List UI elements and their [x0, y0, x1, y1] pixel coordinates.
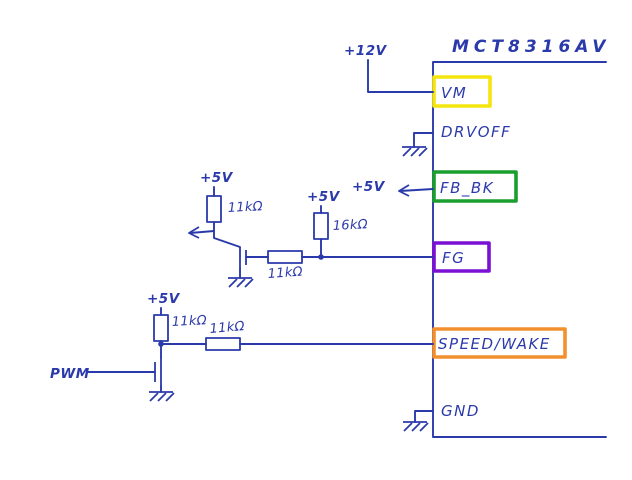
vm-highlight-box [432, 75, 492, 108]
fg-highlight-box [432, 241, 491, 273]
fg-gate-pullup-resistor [313, 212, 329, 240]
pin-label-drvoff: DRVOFF [441, 123, 511, 141]
speed-wake-circuit: +5V 11kΩ 11kΩ PWM [50, 291, 434, 402]
fg-drain-pullup-resistor-label: 11kΩ [227, 199, 263, 216]
drvoff-ground-net [401, 132, 434, 157]
speed-series-resistor-label: 11kΩ [209, 319, 245, 337]
pin-label-speed-wake: SPEED/WAKE [438, 335, 551, 353]
speed-pullup-resistor [153, 314, 169, 342]
fg-series-resistor [267, 250, 303, 264]
pin-label-fb-bk: FB_BK [440, 179, 494, 198]
fb-bk-net: +5V [352, 179, 434, 197]
fg-series-resistor-label: 11kΩ [267, 265, 303, 282]
fg-drain-wire [213, 221, 241, 248]
gnd-net [402, 410, 434, 432]
supply-12v-net: +12V [344, 43, 434, 93]
ground-symbol-gnd [402, 421, 429, 432]
gnd-wire [414, 410, 434, 423]
fb-bk-5v-label: +5V [352, 179, 386, 195]
speed-series-resistor [205, 337, 241, 351]
chip-title: MCT8316AV [452, 37, 610, 57]
speed-mosfet [87, 358, 162, 393]
chip-mct8316av: MCT8316AV VM DRVOFF FB_BK FG SPEED/WAKE … [432, 37, 610, 438]
fg-circuit: +5V 11kΩ 11kΩ +5V 16kΩ [188, 170, 434, 288]
pwm-label: PWM [50, 366, 90, 382]
pin-label-vm: VM [441, 84, 467, 102]
supply-12v-label: +12V [344, 43, 388, 59]
fg-output-wire [189, 230, 215, 234]
pin-label-fg: FG [442, 249, 465, 267]
drvoff-ground-wire [413, 132, 434, 148]
ground-symbol-drvoff [401, 146, 428, 157]
pin-label-gnd: GND [441, 402, 480, 420]
speed-pullup-resistor-label: 11kΩ [171, 313, 207, 330]
fb-bk-wire [399, 188, 434, 192]
fg-gate-pullup-resistor-label: 16kΩ [332, 217, 368, 234]
supply-12v-wire [367, 59, 434, 93]
fg-gate-5v-label: +5V [307, 189, 341, 205]
speed-pullup-5v-label: +5V [147, 291, 181, 307]
fg-drain-pullup-resistor [206, 195, 222, 223]
ground-symbol-pwm [148, 391, 175, 402]
speed-wake-highlight-box [432, 327, 567, 359]
fg-mosfet [239, 247, 269, 279]
fb-bk-highlight-box [432, 170, 518, 203]
fg-pullup-5v-label: +5V [200, 170, 234, 186]
ground-symbol-fg [227, 277, 254, 288]
